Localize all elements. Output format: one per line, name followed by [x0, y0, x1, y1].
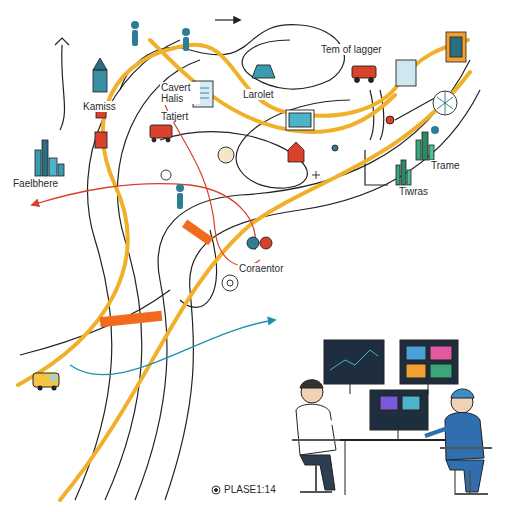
map-label: Trame	[430, 160, 461, 171]
map-label: Faelbhere	[12, 178, 59, 189]
map-label: PLASE1:14	[223, 484, 277, 495]
map-label: Tiwras	[398, 186, 429, 197]
map-label: Cavert Halis	[160, 82, 200, 104]
map-label: Coraentor	[238, 263, 284, 274]
map-label: Larolet	[242, 89, 275, 100]
map-label: Tem of lagger	[320, 44, 383, 55]
map-label: Kamiss	[82, 101, 117, 112]
map-label: Tatjert	[160, 111, 189, 122]
